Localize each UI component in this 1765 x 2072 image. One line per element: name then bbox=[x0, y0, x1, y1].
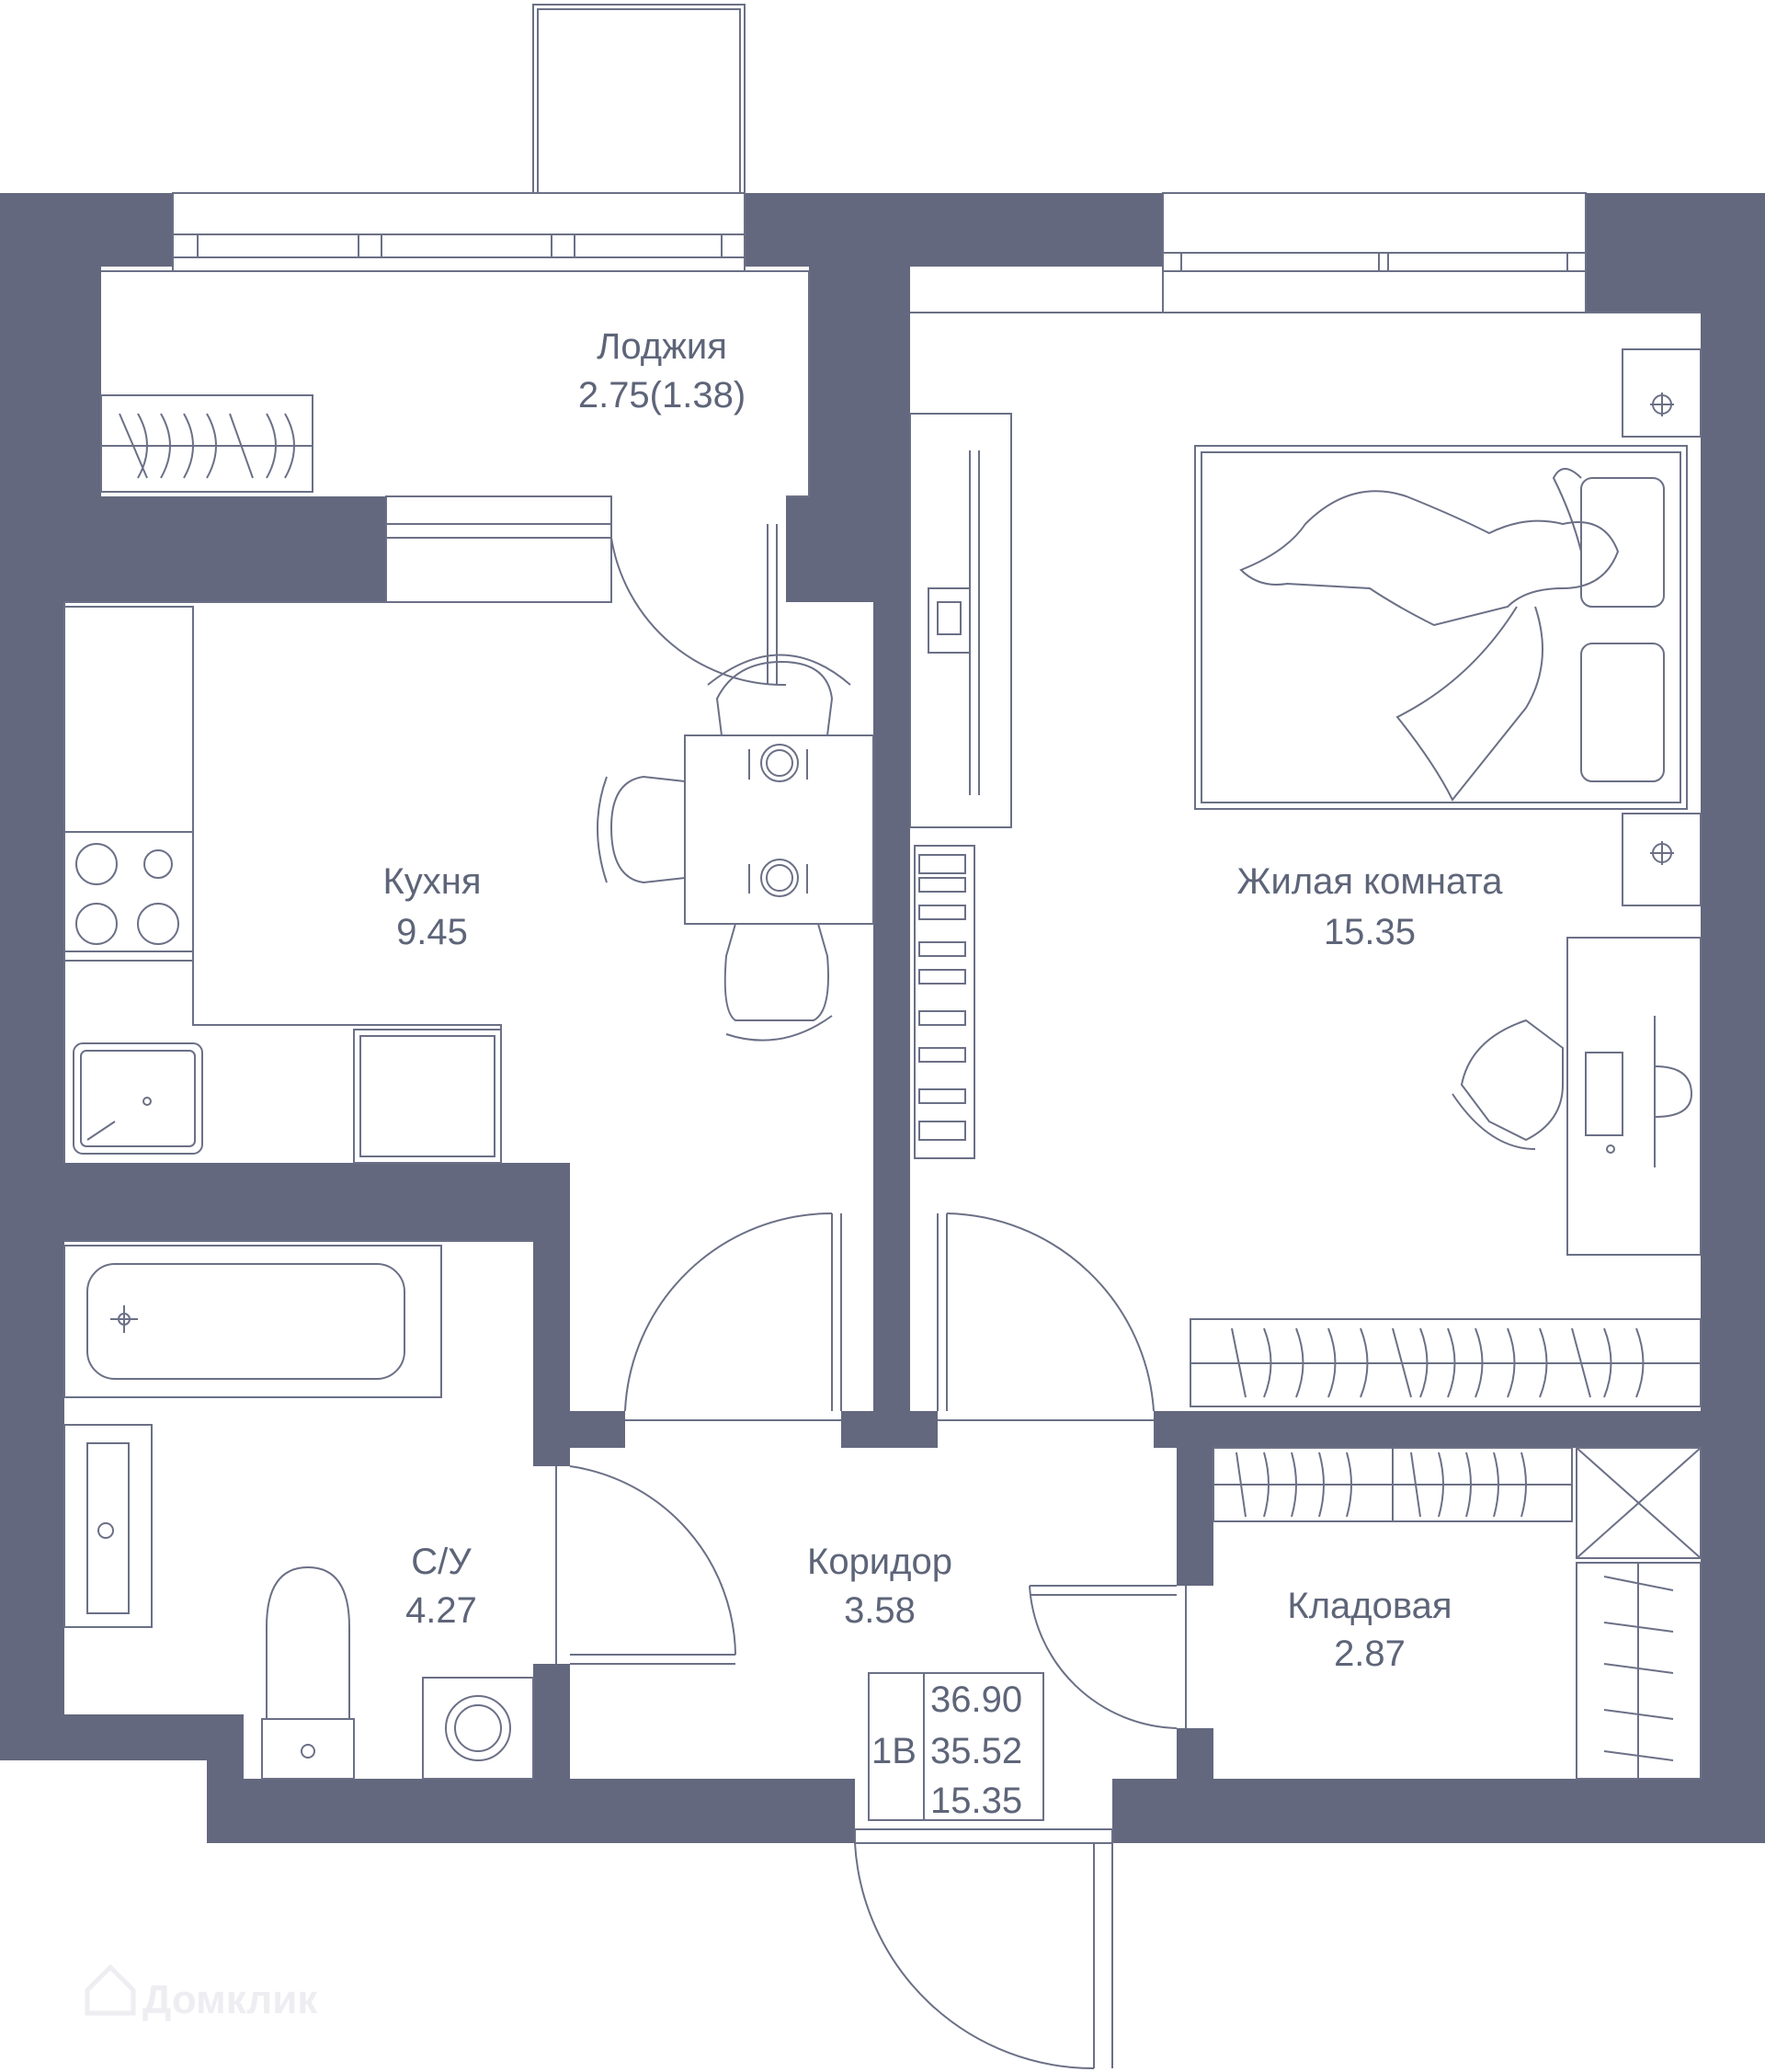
fridge bbox=[353, 1029, 502, 1164]
watermark: Домклик bbox=[85, 1964, 318, 2022]
bathroom-door-swing bbox=[569, 1465, 736, 1656]
bathroom-area: 4.27 bbox=[405, 1590, 477, 1631]
loggia-area: 2.75(1.38) bbox=[578, 375, 746, 416]
stamp-type: 1В bbox=[871, 1731, 917, 1771]
living-name: Жилая комната bbox=[1237, 861, 1504, 902]
chair bbox=[723, 923, 829, 1021]
loggia-rack bbox=[100, 394, 313, 493]
living-area: 15.35 bbox=[1324, 912, 1416, 952]
bed bbox=[1194, 445, 1688, 810]
loggia-name: Лоджия bbox=[597, 326, 727, 367]
stamp-total: 36.90 bbox=[930, 1679, 1022, 1720]
stamp-usable: 35.52 bbox=[930, 1731, 1022, 1771]
kitchen-name: Кухня bbox=[382, 861, 481, 902]
kitchen-sink bbox=[73, 1042, 203, 1155]
balcony-door-frame bbox=[385, 495, 612, 603]
stamp-living: 15.35 bbox=[930, 1781, 1022, 1821]
loggia-balcony-box bbox=[532, 4, 746, 194]
corridor-area: 3.58 bbox=[844, 1590, 916, 1631]
nightstand bbox=[1622, 348, 1702, 438]
kitchen-area: 9.45 bbox=[396, 912, 468, 952]
chair bbox=[715, 660, 834, 736]
living-door-swing bbox=[946, 1212, 1155, 1412]
house-icon bbox=[85, 1964, 136, 2016]
storage-area: 2.87 bbox=[1334, 1634, 1406, 1674]
toilet bbox=[266, 1565, 350, 1720]
room-labels: Лоджия 2.75(1.38) Кухня 9.45 Жилая комна… bbox=[382, 326, 1503, 1674]
stamp-texts: 1В 36.90 35.52 15.35 bbox=[871, 1679, 1022, 1821]
corridor-name: Коридор bbox=[807, 1542, 952, 1582]
balcony-door-swing bbox=[610, 537, 787, 687]
bathtub bbox=[63, 1245, 442, 1398]
washing-machine bbox=[422, 1677, 534, 1780]
nightstand bbox=[1622, 813, 1702, 906]
entrance-door-swing bbox=[854, 1842, 1095, 2070]
loggia-window bbox=[172, 192, 746, 272]
hob bbox=[63, 831, 194, 952]
office-chair bbox=[1460, 1019, 1564, 1142]
kitchen-door-swing bbox=[624, 1212, 833, 1412]
tv-stand bbox=[909, 413, 1012, 828]
bathroom-name: С/У bbox=[411, 1542, 472, 1582]
desk bbox=[1566, 937, 1702, 1256]
storage-name: Кладовая bbox=[1287, 1586, 1452, 1626]
person-sketch bbox=[1239, 490, 1620, 627]
storage-door-swing bbox=[1029, 1585, 1178, 1729]
dining-table bbox=[684, 734, 874, 925]
chair bbox=[609, 775, 686, 884]
watermark-text: Домклик bbox=[142, 1977, 318, 2022]
shelving bbox=[914, 845, 975, 1159]
walls bbox=[0, 193, 1765, 1843]
washbasin bbox=[63, 1424, 153, 1628]
apartment-stamp bbox=[868, 1672, 1044, 1821]
